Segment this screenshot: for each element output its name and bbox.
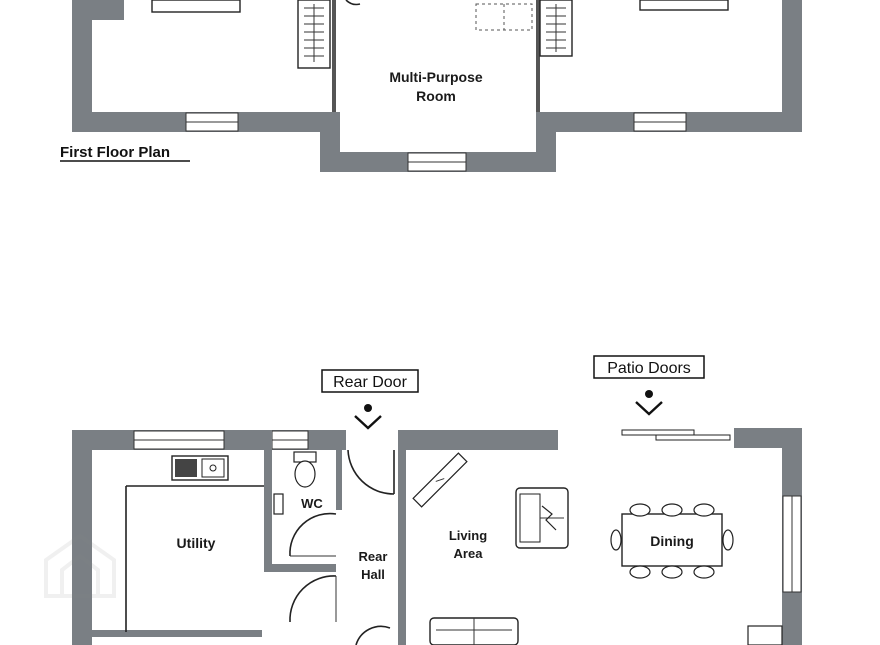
sink-icon — [171, 455, 229, 481]
first-floor-plan: Multi-Purpose Room First Floor Plan — [60, 0, 802, 172]
callout-box — [593, 355, 705, 379]
wall — [336, 450, 342, 510]
bed — [639, 0, 729, 11]
wc-door-swing — [289, 512, 337, 557]
room-label-multi-purpose: Multi-Purpose — [389, 69, 483, 85]
cabinet — [747, 625, 783, 645]
wall — [782, 0, 802, 132]
wall — [398, 430, 406, 645]
room-label-multi-purpose-line2: Room — [416, 88, 456, 104]
callout-rear-door: Rear Door — [333, 374, 407, 391]
room-label-living-area-line2: Area — [454, 546, 484, 561]
room-label-utility: Utility — [177, 535, 216, 551]
rear-door-swing — [347, 449, 395, 495]
room-label-dining: Dining — [650, 533, 694, 549]
basin-icon — [273, 493, 284, 515]
wall — [92, 0, 124, 20]
ground-floor-plan: Rear Door Patio Doors — [44, 355, 802, 645]
patio-doors-arrow-icon — [635, 390, 663, 416]
patio-doors — [621, 429, 731, 441]
bed — [151, 0, 241, 13]
hall-door-swing — [289, 575, 337, 623]
room-label-wc: WC — [301, 496, 323, 511]
wall — [92, 630, 262, 637]
wall — [264, 564, 336, 572]
room-label-living-area: Living — [449, 528, 487, 543]
sofa-icon — [429, 617, 519, 645]
wall — [398, 430, 558, 450]
watermark-logo — [44, 533, 116, 598]
first-floor-plan-title: First Floor Plan — [60, 144, 170, 161]
callout-patio-doors: Patio Doors — [607, 360, 691, 377]
toilet-icon — [293, 451, 317, 488]
radiator-icon — [412, 452, 468, 508]
wall — [72, 430, 92, 645]
room-label-rear-hall: Rear — [359, 549, 388, 564]
callout-box — [321, 369, 419, 393]
sofa-icon — [515, 487, 569, 549]
room-label-rear-hall-line2: Hall — [361, 567, 385, 582]
wall — [72, 0, 92, 132]
rear-door-arrow-icon — [354, 404, 382, 430]
dining-table-icon — [610, 503, 734, 579]
wall — [264, 430, 272, 572]
